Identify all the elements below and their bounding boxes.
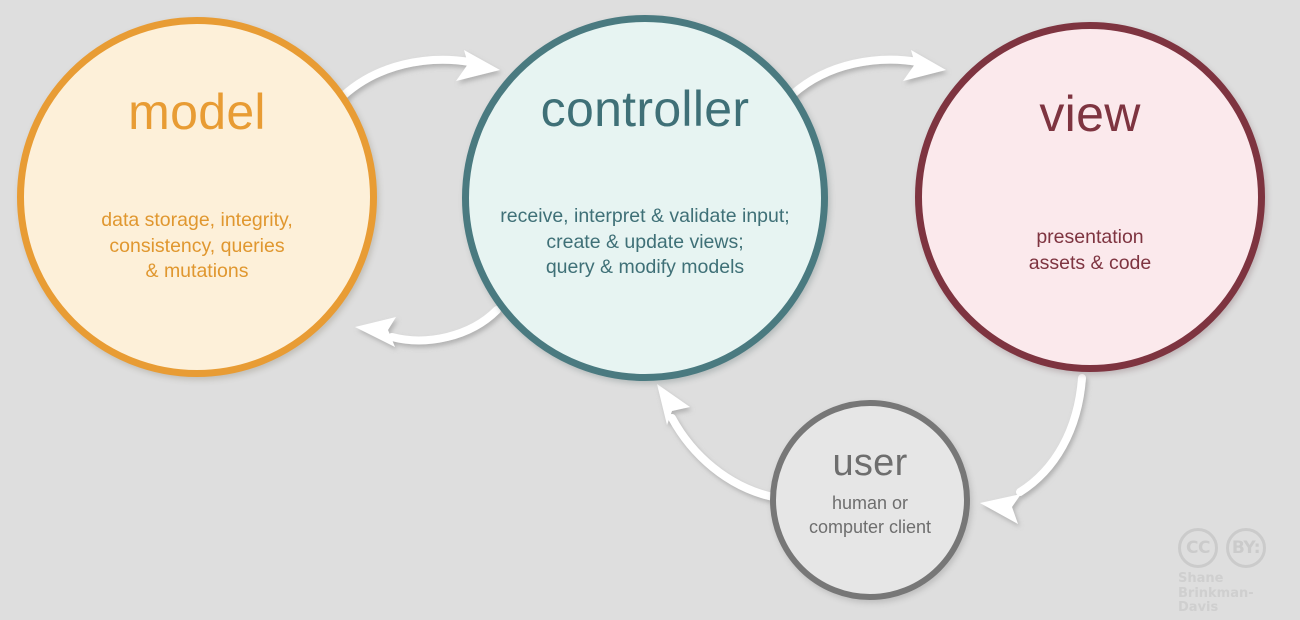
author-name-line2: Brinkman-Davis [1178,585,1254,616]
node-controller[interactable]: controller receive, interpret & validate… [462,15,828,381]
description-line: create & update views; [546,230,744,253]
arrow-controller-to-view [789,50,946,98]
author-name-line1: Shane [1178,571,1224,586]
description-line: presentation [1036,226,1144,248]
node-view-description: presentation assets & code [950,225,1230,276]
arrow-model-to-controller [339,50,500,100]
node-user-description: human or computer client [780,492,960,540]
cc-badge-row: CC BY: [1178,528,1290,568]
attribution-by-icon: BY: [1226,528,1266,568]
description-line: assets & code [1028,251,1152,274]
description-line: & mutations [145,260,249,283]
node-model[interactable]: model data storage, integrity, consistenc… [17,17,377,377]
creative-commons-icon: CC [1178,528,1218,568]
node-model-title: model [128,84,266,140]
node-view[interactable]: view presentation assets & code [915,22,1265,372]
description-line: consistency, queries [109,234,285,257]
node-controller-description: receive, interpret & validate input; crea… [480,204,810,281]
node-view-title: view [1039,86,1141,142]
arrow-view-to-user [980,374,1086,524]
description-line: data storage, integrity, [101,209,293,231]
description-line: computer client [808,516,932,537]
node-user[interactable]: user human or computer client [770,400,970,600]
arrow-user-to-controller [657,384,777,501]
node-user-title: user [832,442,908,484]
description-line: human or [831,493,909,513]
description-line: receive, interpret & validate input; [500,205,790,227]
node-controller-title: controller [540,81,750,137]
node-model-description: data storage, integrity, consistency, que… [52,208,342,285]
creative-commons-attribution: CC BY: Shane Brinkman-Davis [1178,528,1290,615]
author-name: Shane Brinkman-Davis [1178,571,1290,616]
arrow-controller-to-model [355,306,501,347]
description-line: query & modify models [545,256,745,279]
